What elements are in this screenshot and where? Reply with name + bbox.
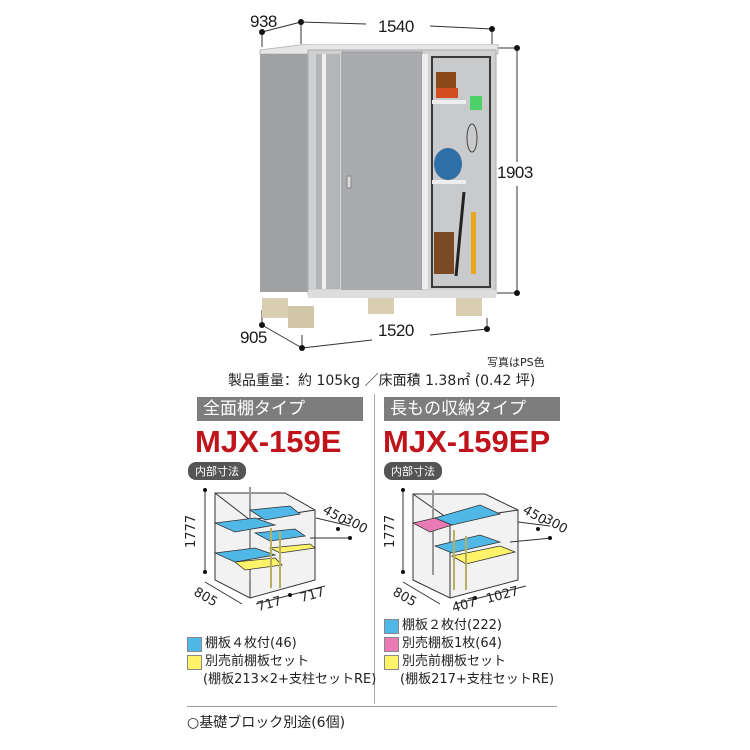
dimension-lines: [259, 19, 520, 351]
inner-dim-badge-right: 内部寸法: [384, 462, 442, 480]
yellow-swatch-icon: [384, 654, 399, 670]
column-divider: [374, 394, 375, 704]
dim-top-depth: 938: [250, 12, 277, 31]
legend-item: 棚板２枚付(222): [384, 617, 554, 635]
pink-swatch-icon: [384, 636, 399, 652]
dim-bottom-depth: 905: [240, 328, 267, 347]
legend-item: 別売前棚板セット: [187, 653, 376, 671]
legend-left: 棚板４枚付(46) 別売前棚板セット (棚板213×2+支柱セットRE): [187, 635, 376, 689]
dim-bottom-width: 1520: [378, 321, 414, 340]
footer-note: ○基礎ブロック別途(6個): [187, 715, 346, 731]
legend-right: 棚板２枚付(222) 別売棚板1枚(64) 別売前棚板セット (棚板217+支柱…: [384, 617, 554, 689]
yellow-swatch-icon: [187, 654, 202, 670]
model-number-right: MJX-159EP: [383, 424, 551, 459]
dim-top-width: 1540: [378, 17, 414, 36]
footer-divider: [187, 706, 557, 707]
model-number-left: MJX-159E: [195, 424, 342, 459]
legend-item: (棚板217+支柱セットRE): [400, 672, 555, 687]
type-label-left: 全面棚タイプ: [197, 397, 363, 421]
diagram-left-height: 1777: [184, 514, 199, 548]
inner-diagram-right: [401, 488, 553, 605]
inner-diagram-left: [203, 487, 352, 605]
shed-illustration: [259, 44, 499, 328]
legend-item: 別売棚板1枚(64): [384, 635, 554, 653]
legend-item: 別売前棚板セット: [384, 653, 554, 671]
legend-item: (棚板213×2+支柱セットRE): [203, 672, 377, 687]
dim-height: 1903: [497, 163, 533, 182]
inner-dim-badge-left: 内部寸法: [188, 462, 246, 480]
photo-note: 写真はPS色: [487, 356, 545, 369]
legend-item: 棚板４枚付(46): [187, 635, 376, 653]
diagram-right-height: 1777: [383, 514, 398, 548]
blue-swatch-icon: [187, 636, 202, 652]
spec-line: 製品重量：約 105kg ／床面積 1.38㎡ (0.42 坪): [228, 373, 536, 389]
blue-swatch-icon: [384, 618, 399, 634]
type-label-right: 長もの収納タイプ: [384, 397, 560, 421]
